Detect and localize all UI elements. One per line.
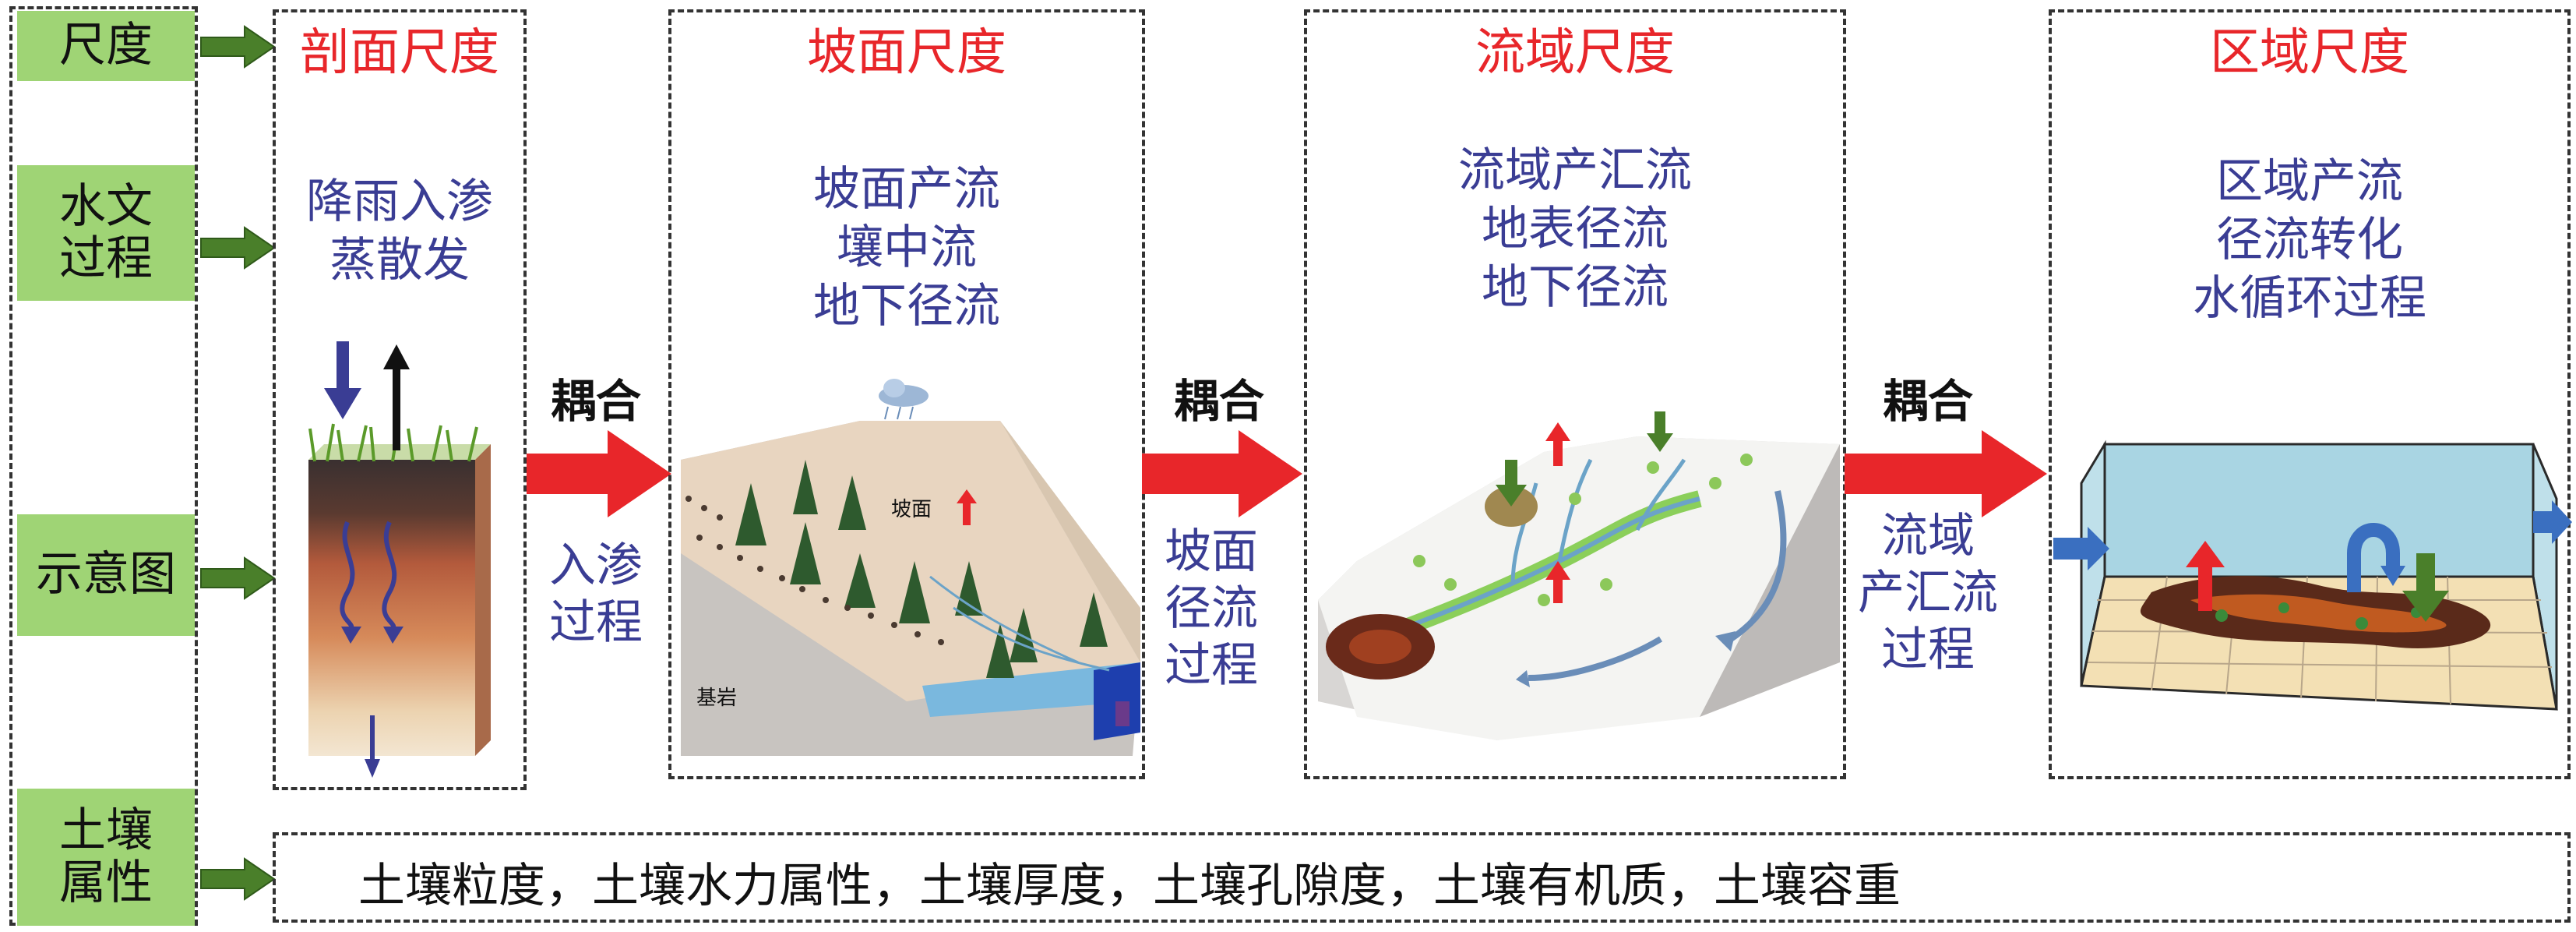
regional-cycle-arrow: [2347, 523, 2405, 592]
hillslope-illustration: 坡面 基岩: [681, 379, 1140, 756]
label-soil-property: 土壤 属性: [17, 789, 195, 926]
watershed-groundwater-arrow: [1647, 411, 1673, 452]
hillslope-label-slope: 坡面: [891, 498, 932, 521]
green-arrow-soil: [200, 857, 276, 901]
coupling-2-label: 耦合: [1173, 375, 1264, 428]
coupling-3-label: 耦合: [1882, 375, 1973, 428]
label-scale-text: 尺度: [59, 18, 153, 73]
watershed-runoff-arrows: [1545, 422, 1570, 603]
red-arrow-1: [527, 430, 671, 517]
left-label-column: [9, 6, 198, 926]
panel-regional-processes: 区域产流 径流转化 水循环过程: [2193, 154, 2426, 326]
hillslope-label-bedrock: 基岩: [696, 687, 737, 710]
green-arrow-schematic: [200, 556, 276, 600]
panel-hillslope-processes: 坡面产流 壤中流 地下径流: [813, 162, 1000, 334]
label-scale: 尺度: [17, 11, 195, 81]
label-hydro-process: 水文 过程: [17, 165, 195, 301]
red-arrow-2: [1142, 430, 1302, 517]
evaporation-up-arrow: [383, 344, 410, 450]
panel-hillslope-title: 坡面尺度: [807, 24, 1006, 82]
regional-infiltration-arrow: [2402, 553, 2449, 622]
panel-regional: [2049, 9, 2571, 779]
coupling-2-process: 坡面 径流 过程: [1165, 524, 1258, 694]
panel-profile-processes: 降雨入渗 蒸散发: [306, 175, 493, 288]
coupling-3-process: 流域 产汇流 过程: [1858, 509, 1998, 678]
green-arrow-scale: [200, 25, 276, 69]
coupling-1-process: 入渗 过程: [549, 538, 643, 651]
regional-illustration: [2053, 440, 2572, 711]
coupling-1-label: 耦合: [550, 375, 641, 428]
soil-properties-box: [273, 832, 2571, 923]
cloud-icon: [879, 379, 929, 420]
label-hydro-text: 水文 过程: [59, 178, 153, 286]
soil-profile-illustration: [308, 341, 491, 778]
watershed-illustration: [1318, 411, 1840, 740]
red-arrow-3: [1845, 430, 2047, 517]
label-soil-text: 土壤 属性: [59, 803, 153, 910]
panel-profile-title: 剖面尺度: [300, 24, 499, 82]
panel-watershed-title: 流域尺度: [1475, 24, 1675, 82]
panel-hillslope: [668, 9, 1145, 779]
watershed-infiltration-arrow: [1496, 460, 1527, 507]
runoff-up-arrow: [957, 489, 977, 525]
rainfall-down-arrow: [324, 341, 361, 419]
regional-runoff-up-arrow: [2186, 541, 2225, 611]
panel-regional-title: 区域尺度: [2210, 24, 2409, 82]
green-arrow-hydro: [200, 226, 276, 270]
panel-profile: [273, 9, 527, 790]
label-schematic: 示意图: [17, 514, 195, 636]
panel-watershed: [1304, 9, 1846, 779]
soil-properties-text: 土壤粒度，土壤水力属性，土壤厚度，土壤孔隙度，土壤有机质，土壤容重: [358, 859, 1901, 913]
label-schematic-text: 示意图: [36, 547, 176, 602]
regional-outflow-arrow: [2533, 500, 2572, 544]
panel-watershed-processes: 流域产汇流 地表径流 地下径流: [1458, 143, 1692, 315]
regional-inflow-arrow: [2053, 527, 2109, 570]
